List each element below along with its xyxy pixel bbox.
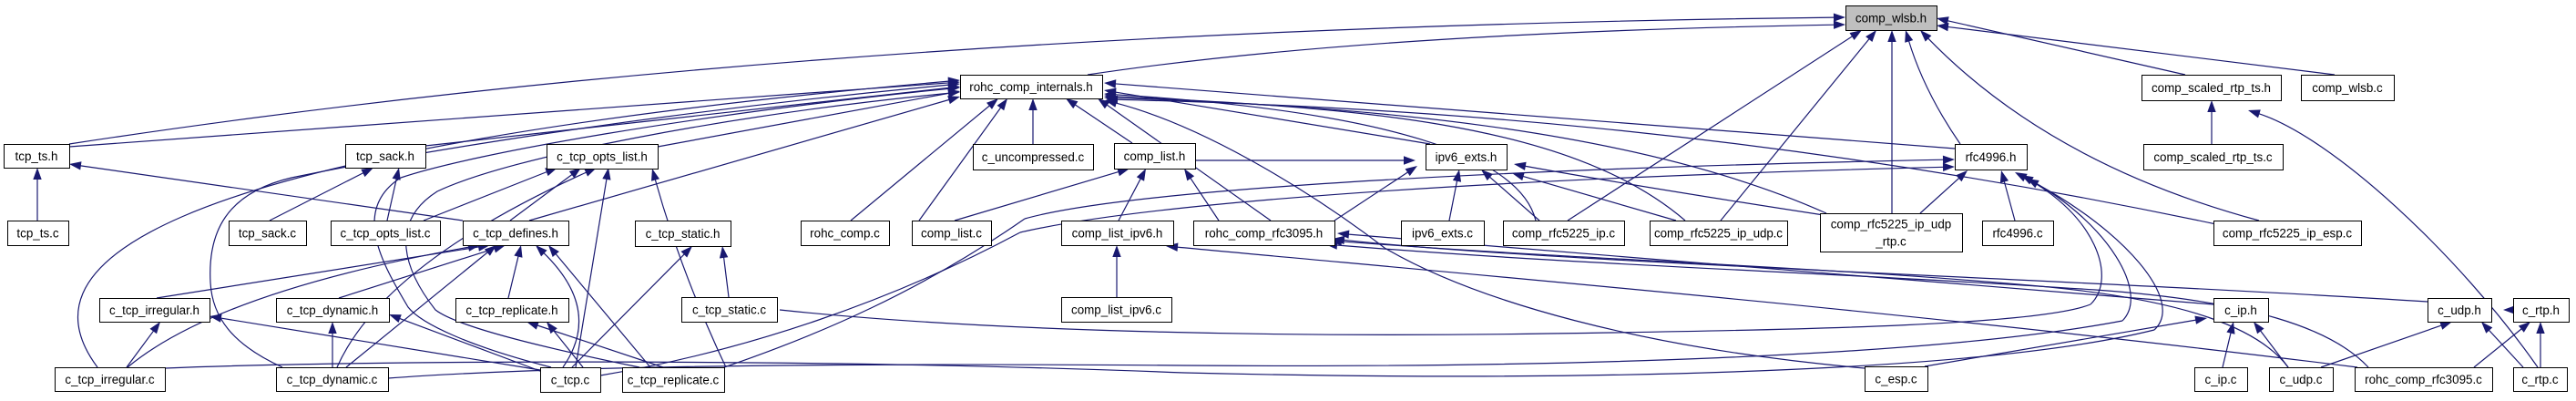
svg-text:c_esp.c: c_esp.c xyxy=(1875,372,1917,386)
svg-text:c_tcp_static.h: c_tcp_static.h xyxy=(646,227,721,241)
svg-text:tcp_sack.h: tcp_sack.h xyxy=(356,149,414,163)
svg-text:rfc4996.c: rfc4996.c xyxy=(1992,226,2042,240)
svg-text:c_tcp_static.c: c_tcp_static.c xyxy=(692,303,766,316)
svg-text:comp_rfc5225_ip_esp.c: comp_rfc5225_ip_esp.c xyxy=(2223,226,2352,240)
svg-text:c_tcp_dynamic.h: c_tcp_dynamic.h xyxy=(287,303,378,317)
svg-text:comp_scaled_rtp_ts.c: comp_scaled_rtp_ts.c xyxy=(2153,150,2273,164)
svg-text:tcp_ts.c: tcp_ts.c xyxy=(16,226,58,240)
svg-text:comp_wlsb.h: comp_wlsb.h xyxy=(1855,11,1927,25)
svg-text:tcp_sack.c: tcp_sack.c xyxy=(239,226,297,240)
svg-text:comp_list.c: comp_list.c xyxy=(921,226,982,240)
svg-text:comp_list_ipv6.h: comp_list_ipv6.h xyxy=(1072,226,1163,240)
svg-text:comp_scaled_rtp_ts.h: comp_scaled_rtp_ts.h xyxy=(2152,81,2271,95)
svg-text:c_tcp_defines.h: c_tcp_defines.h xyxy=(473,226,558,240)
svg-text:comp_list_ipv6.c: comp_list_ipv6.c xyxy=(1071,303,1161,316)
svg-text:c_tcp.c: c_tcp.c xyxy=(551,373,590,386)
svg-text:ipv6_exts.h: ipv6_exts.h xyxy=(1436,150,1498,164)
svg-text:c_ip.h: c_ip.h xyxy=(2224,303,2257,317)
svg-text:_rtp.c: _rtp.c xyxy=(1875,235,1906,249)
svg-text:c_uncompressed.c: c_uncompressed.c xyxy=(982,150,1085,164)
svg-text:c_tcp_opts_list.h: c_tcp_opts_list.h xyxy=(557,149,648,163)
svg-text:c_rtp.c: c_rtp.c xyxy=(2521,373,2558,386)
svg-text:c_tcp_dynamic.c: c_tcp_dynamic.c xyxy=(287,373,378,386)
svg-text:comp_rfc5225_ip_udp.c: comp_rfc5225_ip_udp.c xyxy=(1654,226,1783,240)
svg-text:comp_rfc5225_ip_udp: comp_rfc5225_ip_udp xyxy=(1831,218,1952,231)
svg-text:c_tcp_replicate.c: c_tcp_replicate.c xyxy=(628,373,720,386)
svg-text:comp_list.h: comp_list.h xyxy=(1124,149,1186,163)
svg-text:c_tcp_irregular.c: c_tcp_irregular.c xyxy=(65,373,155,386)
svg-text:tcp_ts.h: tcp_ts.h xyxy=(15,149,58,163)
svg-text:rfc4996.h: rfc4996.h xyxy=(1966,150,2017,164)
svg-text:rohc_comp_rfc3095.h: rohc_comp_rfc3095.h xyxy=(1205,226,1324,240)
svg-text:c_ip.c: c_ip.c xyxy=(2205,373,2237,386)
svg-text:c_udp.h: c_udp.h xyxy=(2438,303,2481,317)
svg-text:ipv6_exts.c: ipv6_exts.c xyxy=(1412,226,1473,240)
svg-text:c_tcp_replicate.h: c_tcp_replicate.h xyxy=(465,303,557,317)
svg-text:comp_rfc5225_ip.c: comp_rfc5225_ip.c xyxy=(1512,226,1615,240)
svg-text:comp_wlsb.c: comp_wlsb.c xyxy=(2312,81,2383,95)
svg-text:c_udp.c: c_udp.c xyxy=(2280,373,2323,386)
svg-text:c_tcp_opts_list.c: c_tcp_opts_list.c xyxy=(341,226,431,240)
svg-text:rohc_comp.c: rohc_comp.c xyxy=(810,226,880,240)
svg-text:rohc_comp_rfc3095.c: rohc_comp_rfc3095.c xyxy=(2365,373,2482,386)
svg-text:rohc_comp_internals.h: rohc_comp_internals.h xyxy=(969,80,1092,94)
svg-text:c_rtp.h: c_rtp.h xyxy=(2522,303,2560,317)
svg-text:c_tcp_irregular.h: c_tcp_irregular.h xyxy=(109,303,199,317)
